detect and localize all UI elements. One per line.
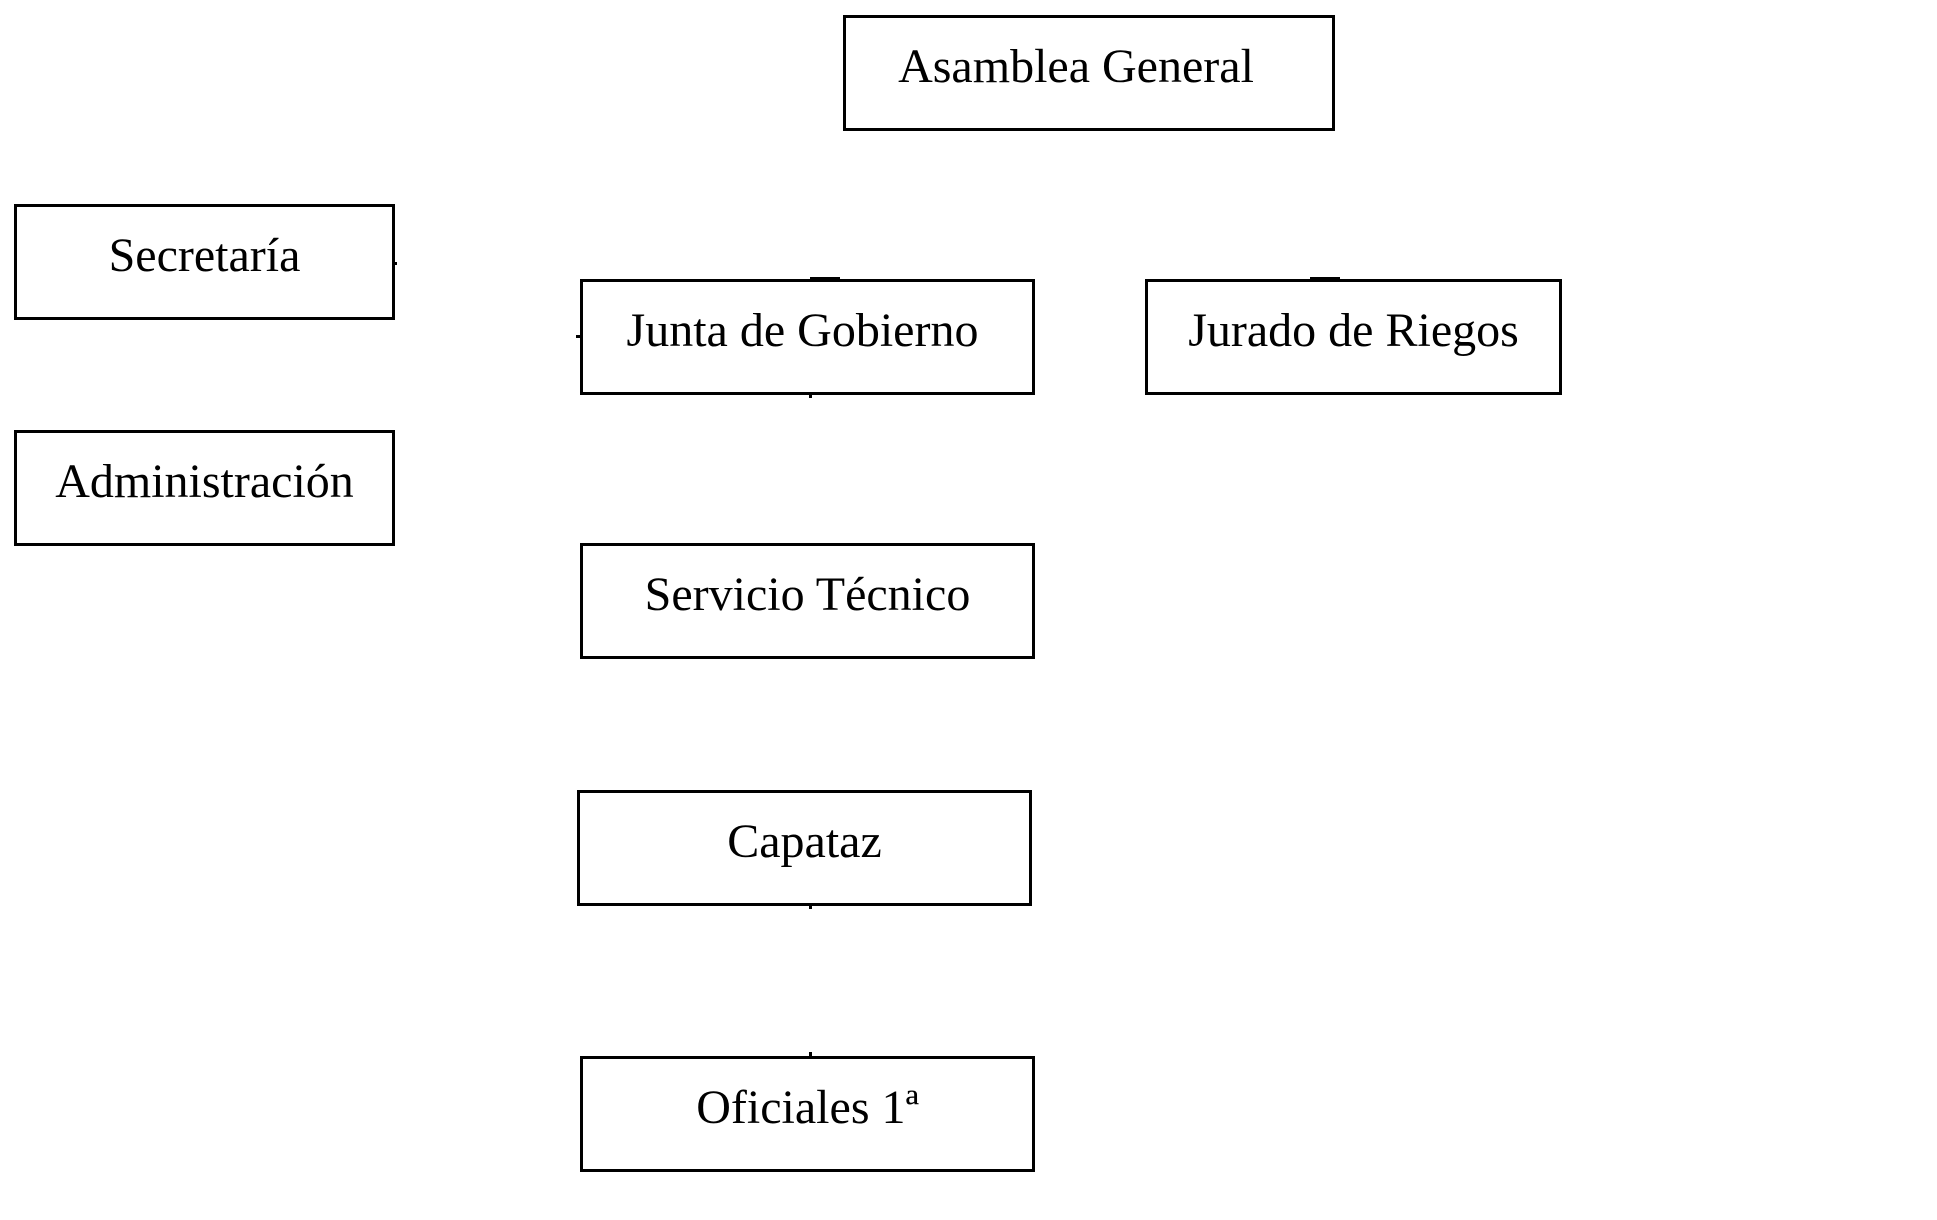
node-label-asamblea-general: Asamblea General <box>898 40 1254 93</box>
node-oficiales-1a: Oficiales 1ª <box>580 1056 1035 1172</box>
connector-stub-junta-left <box>576 335 580 338</box>
connector-stub-asamblea-bottom <box>1052 128 1090 131</box>
node-label-secretaria: Secretaría <box>108 229 301 282</box>
node-label-capataz: Capataz <box>727 815 882 868</box>
node-capataz: Capataz <box>577 790 1032 906</box>
connector-stub-junta-bottom <box>809 393 812 398</box>
node-junta-de-gobierno: Junta de Gobierno <box>580 279 1035 395</box>
connector-stub-secretaria-right <box>394 262 397 265</box>
node-label-administracion: Administración <box>55 455 354 508</box>
node-label-oficiales-1a: Oficiales 1ª <box>696 1081 919 1134</box>
connector-stub-jurado-top <box>1310 277 1340 280</box>
connector-stub-oficiales-top <box>809 1052 812 1056</box>
node-jurado-de-riegos: Jurado de Riegos <box>1145 279 1562 395</box>
node-secretaria: Secretaría <box>14 204 395 320</box>
node-label-junta-de-gobierno: Junta de Gobierno <box>626 304 979 357</box>
connector-stub-junta-top <box>810 277 840 280</box>
node-label-jurado-de-riegos: Jurado de Riegos <box>1188 304 1519 357</box>
node-asamblea-general: Asamblea General <box>843 15 1335 131</box>
connector-stub-capataz-bottom <box>809 904 812 909</box>
node-servicio-tecnico: Servicio Técnico <box>580 543 1035 659</box>
node-label-servicio-tecnico: Servicio Técnico <box>644 568 971 621</box>
node-administracion: Administración <box>14 430 395 546</box>
